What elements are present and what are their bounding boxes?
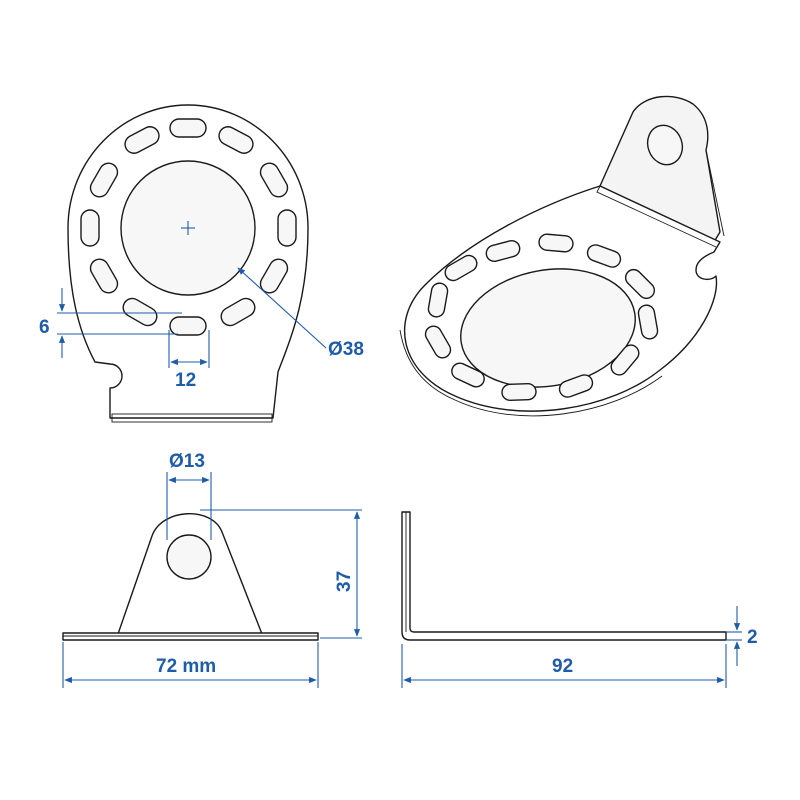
slot bbox=[89, 162, 119, 198]
side-profile: 92 2 bbox=[401, 511, 758, 688]
iso-slot bbox=[501, 382, 537, 402]
dim-label-92: 92 bbox=[552, 656, 573, 677]
iso-lug bbox=[599, 95, 721, 243]
slot bbox=[259, 258, 289, 294]
dim-lug-hole: Ø13 bbox=[166, 451, 212, 540]
dim-label-6: 6 bbox=[39, 317, 50, 338]
front-view: 6 12 Ø38 bbox=[39, 104, 364, 423]
dim-label-72mm: 72 mm bbox=[156, 656, 216, 677]
dim-center-hole: Ø38 bbox=[237, 267, 364, 360]
iso-slot bbox=[427, 282, 449, 318]
iso-slot bbox=[444, 254, 478, 282]
side-lug-hole bbox=[166, 534, 212, 580]
slot bbox=[122, 297, 158, 327]
dim-label-37: 37 bbox=[334, 571, 355, 592]
slot bbox=[89, 258, 119, 294]
iso-slot bbox=[424, 325, 452, 359]
iso-lug-edge bbox=[705, 149, 725, 237]
slot bbox=[169, 316, 207, 336]
front-slot-ring bbox=[80, 118, 297, 336]
dim-thickness: 2 bbox=[726, 606, 758, 666]
isometric-view bbox=[399, 95, 725, 417]
dim-base-width: 72 mm bbox=[62, 642, 319, 688]
slot bbox=[259, 162, 289, 198]
iso-plate-thickness bbox=[399, 329, 663, 417]
front-base-plate bbox=[111, 413, 273, 423]
dim-label-d38: Ø38 bbox=[328, 339, 364, 360]
slot bbox=[169, 118, 207, 138]
dim-slot-width: 12 bbox=[168, 330, 210, 391]
iso-slot bbox=[558, 374, 594, 398]
iso-slot bbox=[637, 304, 659, 340]
dim-base-length: 92 bbox=[401, 644, 727, 688]
slot bbox=[220, 297, 256, 327]
side-base-plate bbox=[62, 632, 319, 641]
iso-slot-ring bbox=[424, 233, 659, 402]
iso-slot bbox=[538, 233, 574, 253]
iso-lug-hole bbox=[646, 124, 684, 166]
dim-lug-height: 37 bbox=[200, 509, 362, 639]
iso-bend-line bbox=[596, 185, 717, 248]
dim-label-d13: Ø13 bbox=[169, 451, 205, 472]
dim-slot-height: 6 bbox=[39, 288, 182, 358]
iso-slot bbox=[586, 244, 622, 268]
slot bbox=[218, 126, 254, 154]
iso-center-hole bbox=[460, 268, 636, 388]
dim-label-2: 2 bbox=[747, 627, 758, 648]
dim-label-12: 12 bbox=[175, 370, 196, 391]
slot bbox=[80, 209, 100, 247]
slot bbox=[124, 126, 160, 154]
iso-slot bbox=[610, 344, 640, 376]
side-view-lug: Ø13 37 72 mm bbox=[62, 451, 362, 688]
slot bbox=[277, 209, 297, 247]
iso-slot bbox=[451, 362, 485, 388]
angle-profile bbox=[401, 511, 727, 641]
